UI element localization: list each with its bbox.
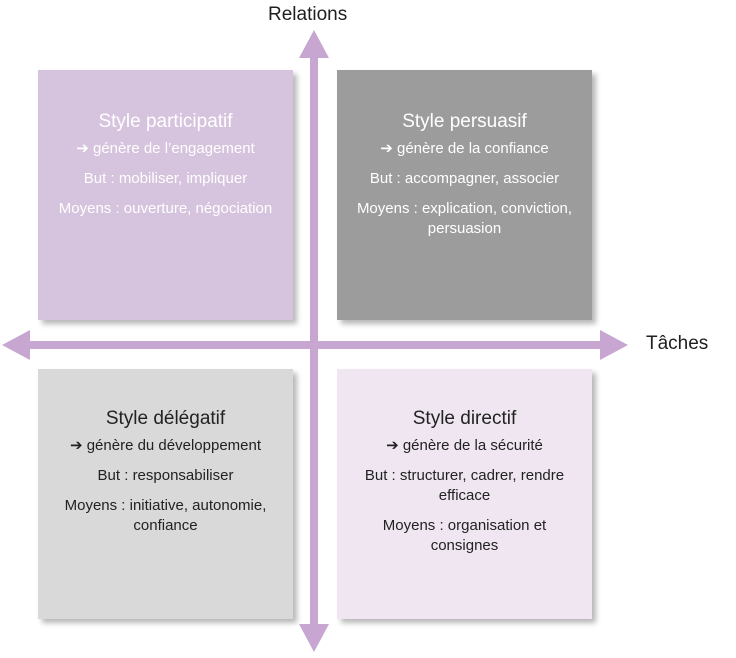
- quadrant-participatif: Style participatif ➔ génère de l’engagem…: [38, 70, 293, 320]
- quadrant-means: Moyens : organisation et consignes: [382, 517, 547, 554]
- quadrant-goal: But : mobiliser, impliquer: [83, 170, 248, 187]
- quadrant-means: Moyens : ouverture, négociation: [58, 200, 273, 217]
- quadrant-goal: But : responsabiliser: [97, 467, 234, 484]
- vertical-axis-line: [310, 44, 318, 636]
- quadrant-directif: Style directif ➔ génère de la sécurité B…: [337, 369, 592, 619]
- quadrant-goal: But : accompagner, associer: [369, 170, 560, 187]
- horizontal-axis-line: [14, 341, 614, 349]
- quadrant-effect: ➔ génère de l’engagement: [76, 140, 255, 157]
- quadrant-title: Style délégatif: [105, 408, 226, 429]
- quadrant-delegatif: Style délégatif ➔ génère du développemen…: [38, 369, 293, 619]
- quadrant-effect: ➔ génère de la sécurité: [386, 437, 543, 454]
- quadrant-title: Style persuasif: [402, 111, 527, 132]
- axis-label-taches: Tâches: [646, 333, 709, 354]
- vertical-axis-down-arrow: [299, 624, 329, 652]
- axis-label-relations: Relations: [268, 4, 348, 25]
- quadrant-title: Style participatif: [98, 111, 233, 132]
- vertical-axis-up-arrow: [299, 30, 329, 58]
- quadrant-effect: ➔ génère du développement: [69, 437, 262, 454]
- quadrant-persuasif: Style persuasif ➔ génère de la confiance…: [337, 70, 592, 320]
- quadrant-title: Style directif: [412, 408, 517, 429]
- quadrant-means: Moyens : initiative, autonomie, confianc…: [64, 497, 267, 534]
- horizontal-axis-right-arrow: [600, 330, 628, 360]
- horizontal-axis-left-arrow: [2, 330, 30, 360]
- quadrant-effect: ➔ génère de la confiance: [380, 140, 549, 157]
- quadrant-means: Moyens : explication, conviction, persua…: [356, 200, 573, 237]
- quadrant-goal: But : structurer, cadrer, rendre efficac…: [364, 467, 565, 504]
